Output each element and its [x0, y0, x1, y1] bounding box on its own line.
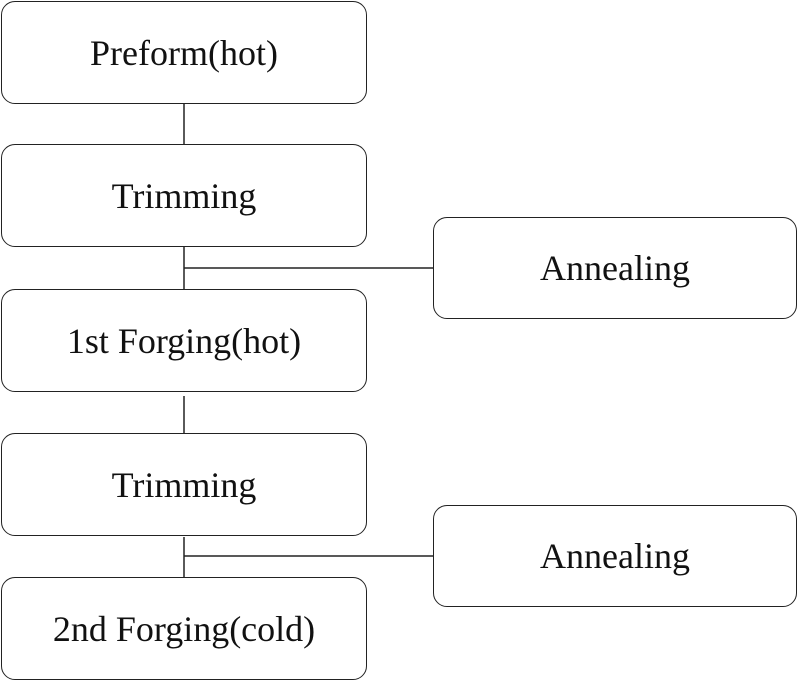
node-trimming-2-label: Trimming — [111, 464, 257, 505]
node-forging-2-label: 2nd Forging(cold) — [52, 608, 316, 649]
node-annealing-2: Annealing — [433, 505, 797, 607]
node-preform: Preform(hot) — [1, 1, 367, 104]
node-trimming-1-label: Trimming — [111, 175, 257, 216]
node-annealing-1: Annealing — [433, 217, 797, 319]
node-trimming-1: Trimming — [1, 144, 367, 247]
node-forging-2: 2nd Forging(cold) — [1, 577, 367, 680]
node-annealing-1-label: Annealing — [540, 248, 690, 288]
node-trimming-2: Trimming — [1, 433, 367, 536]
node-forging-1-label: 1st Forging(hot) — [66, 320, 302, 361]
node-preform-label: Preform(hot) — [90, 32, 278, 73]
node-forging-1: 1st Forging(hot) — [1, 289, 367, 392]
node-annealing-2-label: Annealing — [540, 536, 690, 576]
